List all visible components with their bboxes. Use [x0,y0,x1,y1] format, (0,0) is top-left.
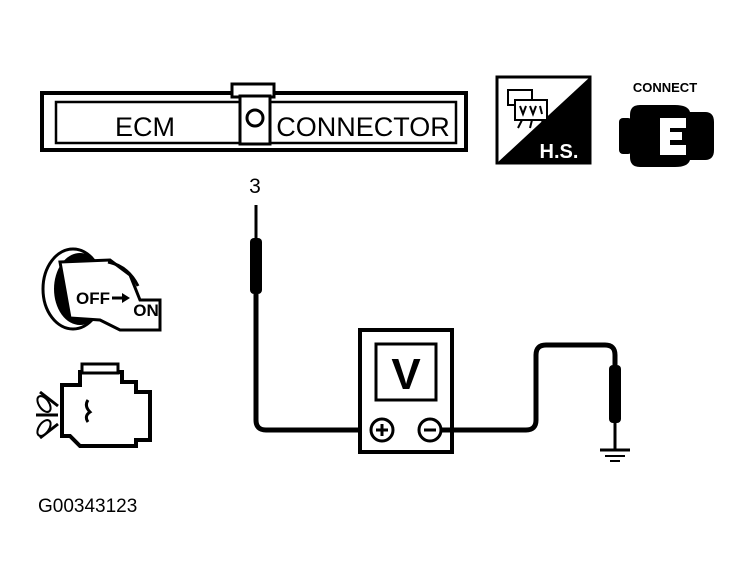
ignition-off-label: OFF [76,289,110,308]
connector-label: CONNECTOR [276,112,450,142]
connector-pin-circle [245,108,265,128]
positive-probe-lead [250,205,372,433]
harness-side-label: H.S. [540,141,579,163]
voltmeter: V [358,328,454,454]
connect-icon: CONNECT [619,80,714,167]
pin-number-label: 3 [249,175,261,198]
connect-label: CONNECT [633,80,697,95]
voltmeter-label: V [391,350,421,399]
negative-probe-lead [441,342,621,450]
ground-icon [600,448,630,462]
engine-icon [36,362,152,448]
ecm-connector: ECM CONNECTOR [40,82,468,152]
ignition-on-label: ON [133,301,159,320]
harness-side-icon: H.S. [495,75,592,165]
figure-id: G00343123 [38,496,137,517]
ignition-key-icon: OFF ON [41,247,162,332]
ecm-label: ECM [115,112,175,142]
